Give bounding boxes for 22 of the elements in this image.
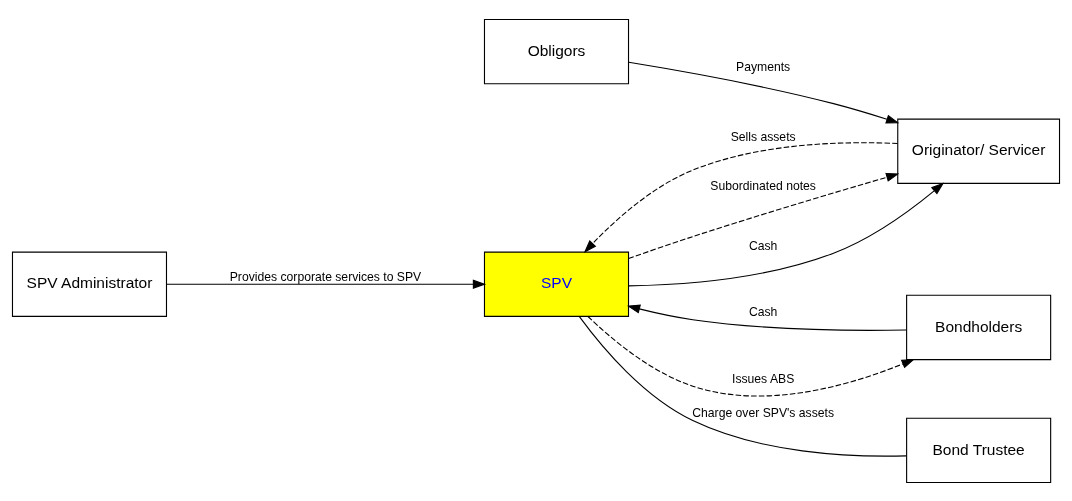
edge-label: Cash [748,304,778,319]
connector [578,315,907,457]
arrow [628,181,945,286]
arrow [626,304,907,331]
node-box: Bond Trustee [906,417,1052,483]
edge-label: Sells assets [730,129,796,144]
arrow [166,279,487,289]
edge-label: Charge over SPV's assets [692,405,834,420]
edge-label: Cash [748,238,778,253]
node-box: SPV Administrator [11,251,168,317]
node-box: Obligors [483,18,630,84]
arrow [583,141,899,253]
edge-label: Subordinated notes [710,178,816,193]
arrow [628,61,900,124]
arrow [587,315,915,397]
edge-label: Payments [736,59,791,74]
node-box: Originator/ Servicer [897,118,1061,184]
node-box: Bondholders [906,294,1052,360]
node-box: SPV [483,251,630,317]
arrow [628,172,900,259]
edge-label: Provides corporate services to SPV [229,269,422,284]
edge-label: Issues ABS [732,371,795,386]
